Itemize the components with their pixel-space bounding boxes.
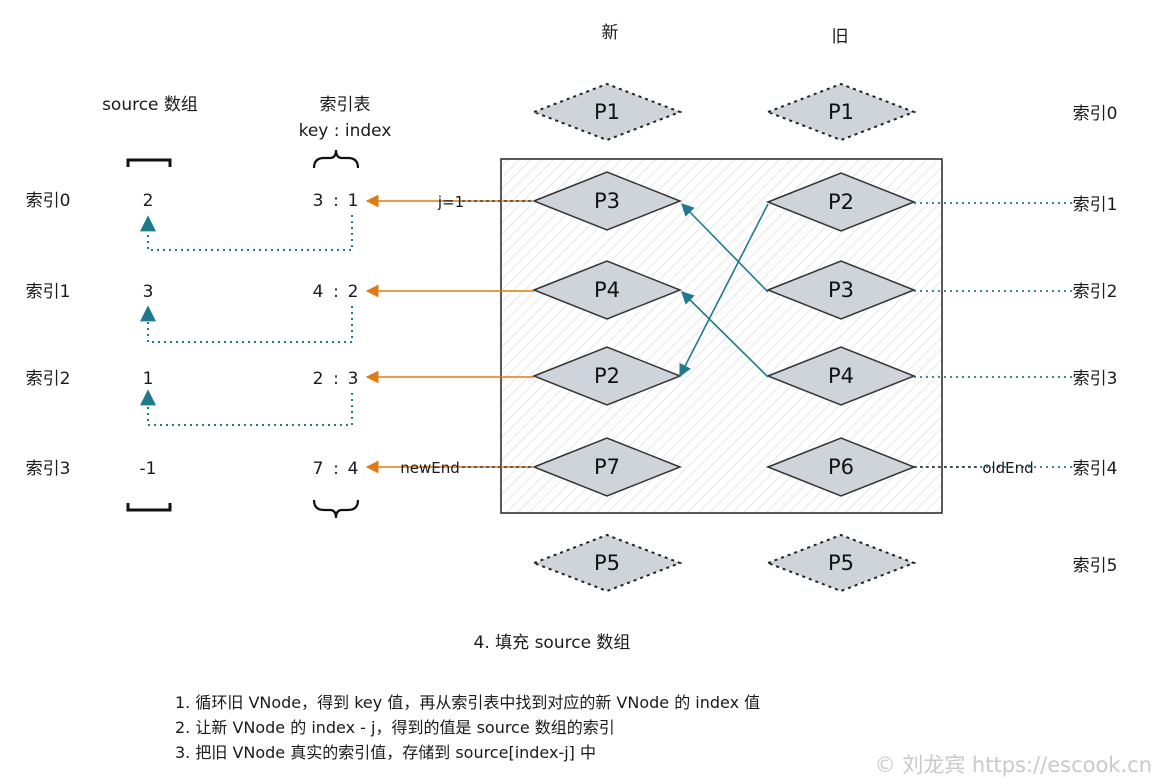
new-node-label: P2 (594, 364, 620, 388)
index-brace-top (312, 149, 360, 169)
key-value: 2 (313, 369, 324, 389)
right-index-label: 索引3 (1073, 369, 1118, 389)
key-index-separator: : (333, 369, 339, 389)
new-node-label: P3 (594, 189, 620, 213)
left-index-label: 索引2 (26, 369, 71, 389)
left-index-label: 索引1 (26, 282, 71, 302)
watermark: © 刘龙宾 https://escook.cn (875, 753, 1152, 777)
old-node-label: P5 (828, 551, 854, 575)
new-node: P3 (531, 171, 683, 231)
note-line: 3. 把旧 VNode 真实的索引值，存储到 source[index-j] 中 (175, 743, 596, 762)
key-index-separator: : (333, 282, 339, 302)
right-index-label: 索引5 (1073, 556, 1118, 576)
teal-dotted-arrow (140, 305, 353, 343)
old-node-label: P1 (828, 100, 854, 124)
new-column-label: 新 (602, 23, 619, 43)
new-node: P7 (531, 437, 683, 497)
right-index-label: 索引1 (1073, 195, 1118, 215)
old-node-label: P6 (828, 455, 854, 479)
index-value: 2 (348, 282, 359, 302)
new-node-label: P7 (594, 455, 620, 479)
old-node-label: P2 (828, 190, 854, 214)
key-value: 3 (313, 191, 324, 211)
teal-dotted-arrow (140, 389, 353, 426)
j-pointer-label: j=1 (437, 193, 464, 211)
key-index-entry: 2 : 3 (313, 369, 359, 389)
old-node-dashed: P5 (765, 533, 917, 593)
note-line: 1. 循环旧 VNode，得到 key 值，再从索引表中找到对应的新 VNode… (175, 693, 760, 712)
right-index-label: 索引4 (1073, 459, 1118, 479)
note-line: 2. 让新 VNode 的 index - j，得到的值是 source 数组的… (175, 718, 615, 737)
source-value: -1 (140, 459, 157, 479)
key-value: 7 (313, 459, 324, 479)
index-table-title: 索引表 (320, 95, 371, 115)
old-node-dashed: P1 (765, 82, 917, 142)
key-index-entry: 3 : 1 (313, 191, 359, 211)
old-node: P6 (765, 437, 917, 497)
old-column-label: 旧 (832, 27, 849, 47)
key-value: 4 (313, 282, 324, 302)
source-bracket-top (126, 158, 172, 167)
teal-mapping-arrow (681, 203, 769, 293)
new-node: P4 (531, 260, 683, 320)
key-index-entry: 4 : 2 (313, 282, 359, 302)
old-node: P2 (765, 172, 917, 232)
old-node-label: P4 (828, 364, 854, 388)
index-value: 4 (348, 459, 359, 479)
teal-mapping-arrow (679, 203, 769, 378)
new-node-dashed: P1 (531, 82, 683, 142)
source-value: 2 (143, 191, 154, 211)
source-value: 3 (143, 282, 154, 302)
old-end-label: oldEnd (982, 459, 1033, 477)
old-node: P3 (765, 260, 917, 320)
left-index-label: 索引0 (26, 191, 71, 211)
new-node-label: P4 (594, 278, 620, 302)
index-table-subtitle: key : index (299, 121, 392, 141)
new-node-label: P5 (594, 551, 620, 575)
index-brace-bottom (312, 499, 360, 519)
left-index-label: 索引3 (26, 459, 71, 479)
new-node-label: P1 (594, 100, 620, 124)
right-index-label: 索引0 (1073, 104, 1118, 124)
source-value: 1 (143, 369, 154, 389)
new-end-label: newEnd (400, 459, 460, 477)
step-title: 4. 填充 source 数组 (474, 633, 631, 653)
old-node: P4 (765, 346, 917, 406)
key-index-separator: : (333, 459, 339, 479)
key-index-separator: : (333, 191, 339, 211)
source-array-title: source 数组 (102, 95, 198, 115)
right-index-label: 索引2 (1073, 282, 1118, 302)
new-node: P2 (531, 346, 683, 406)
teal-mapping-arrow (681, 291, 769, 378)
new-node-dashed: P5 (531, 533, 683, 593)
key-index-entry: 7 : 4 (313, 459, 359, 479)
index-value: 1 (348, 191, 359, 211)
index-value: 3 (348, 369, 359, 389)
teal-dotted-arrow (140, 215, 353, 251)
source-bracket-bottom (126, 503, 172, 512)
old-node-label: P3 (828, 278, 854, 302)
